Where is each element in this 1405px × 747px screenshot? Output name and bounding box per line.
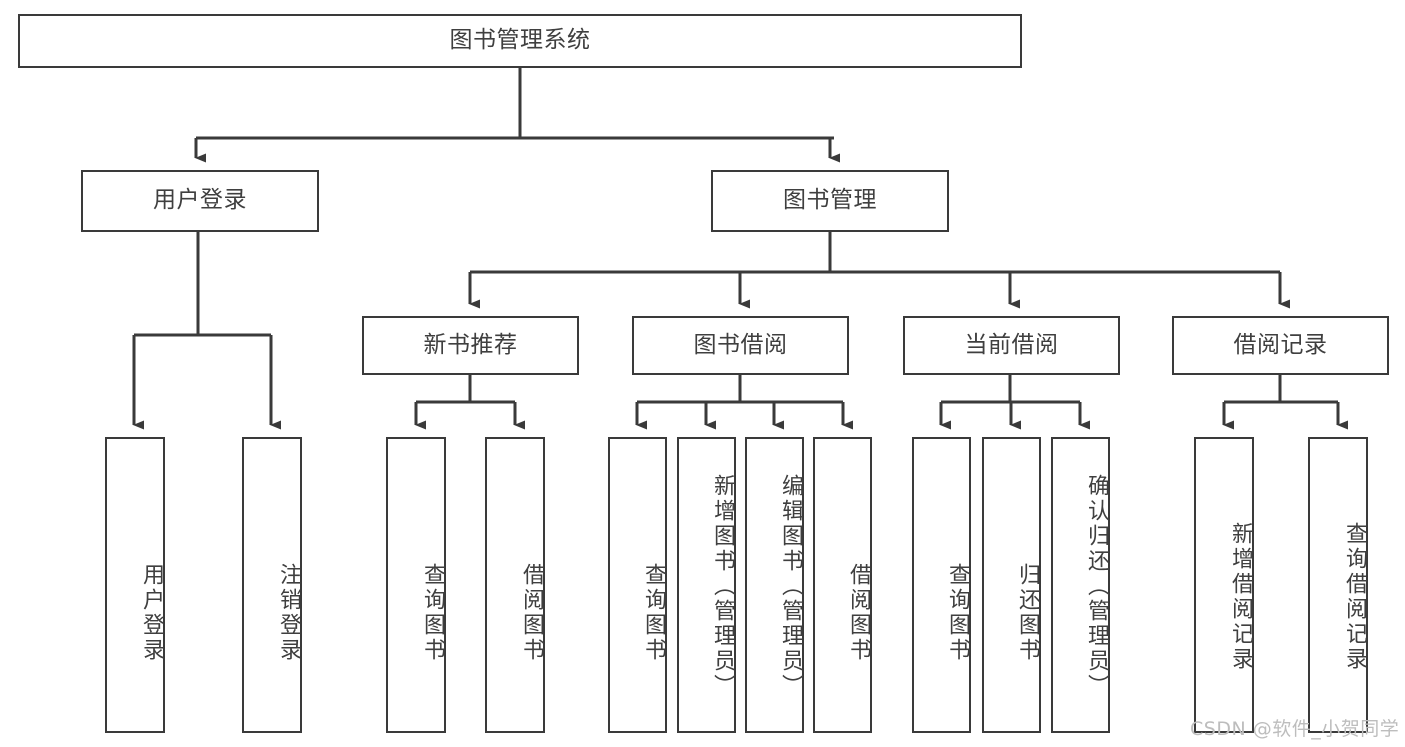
node-leaf-add-book[interactable]: 新增图书（管理员） xyxy=(677,437,736,733)
node-leaf-query-book-3[interactable]: 查询图书 xyxy=(912,437,971,733)
node-leaf-borrow-book-2[interactable]: 借阅图书 xyxy=(813,437,872,733)
node-leaf-edit-book[interactable]: 编辑图书（管理员） xyxy=(745,437,804,733)
node-current-borrow[interactable]: 当前借阅 xyxy=(903,316,1120,375)
node-book-manage[interactable]: 图书管理 xyxy=(711,170,949,232)
node-leaf-confirm-return[interactable]: 确认归还（管理员） xyxy=(1051,437,1110,733)
node-leaf-return-book[interactable]: 归还图书 xyxy=(982,437,1041,733)
node-leaf-query-book-1[interactable]: 查询图书 xyxy=(386,437,446,733)
node-book-borrow[interactable]: 图书借阅 xyxy=(632,316,849,375)
node-new-book-recommend[interactable]: 新书推荐 xyxy=(362,316,579,375)
node-leaf-query-book-2[interactable]: 查询图书 xyxy=(608,437,667,733)
node-leaf-user-logout[interactable]: 注销登录 xyxy=(242,437,302,733)
node-user-login[interactable]: 用户登录 xyxy=(81,170,319,232)
watermark-text: CSDN @软件_小贺同学 xyxy=(1190,718,1400,740)
node-leaf-borrow-book-1[interactable]: 借阅图书 xyxy=(485,437,545,733)
node-borrow-record[interactable]: 借阅记录 xyxy=(1172,316,1389,375)
node-leaf-query-record[interactable]: 查询借阅记录 xyxy=(1308,437,1368,733)
node-root[interactable]: 图书管理系统 xyxy=(18,14,1022,68)
node-leaf-add-record[interactable]: 新增借阅记录 xyxy=(1194,437,1254,733)
node-leaf-user-login[interactable]: 用户登录 xyxy=(105,437,165,733)
